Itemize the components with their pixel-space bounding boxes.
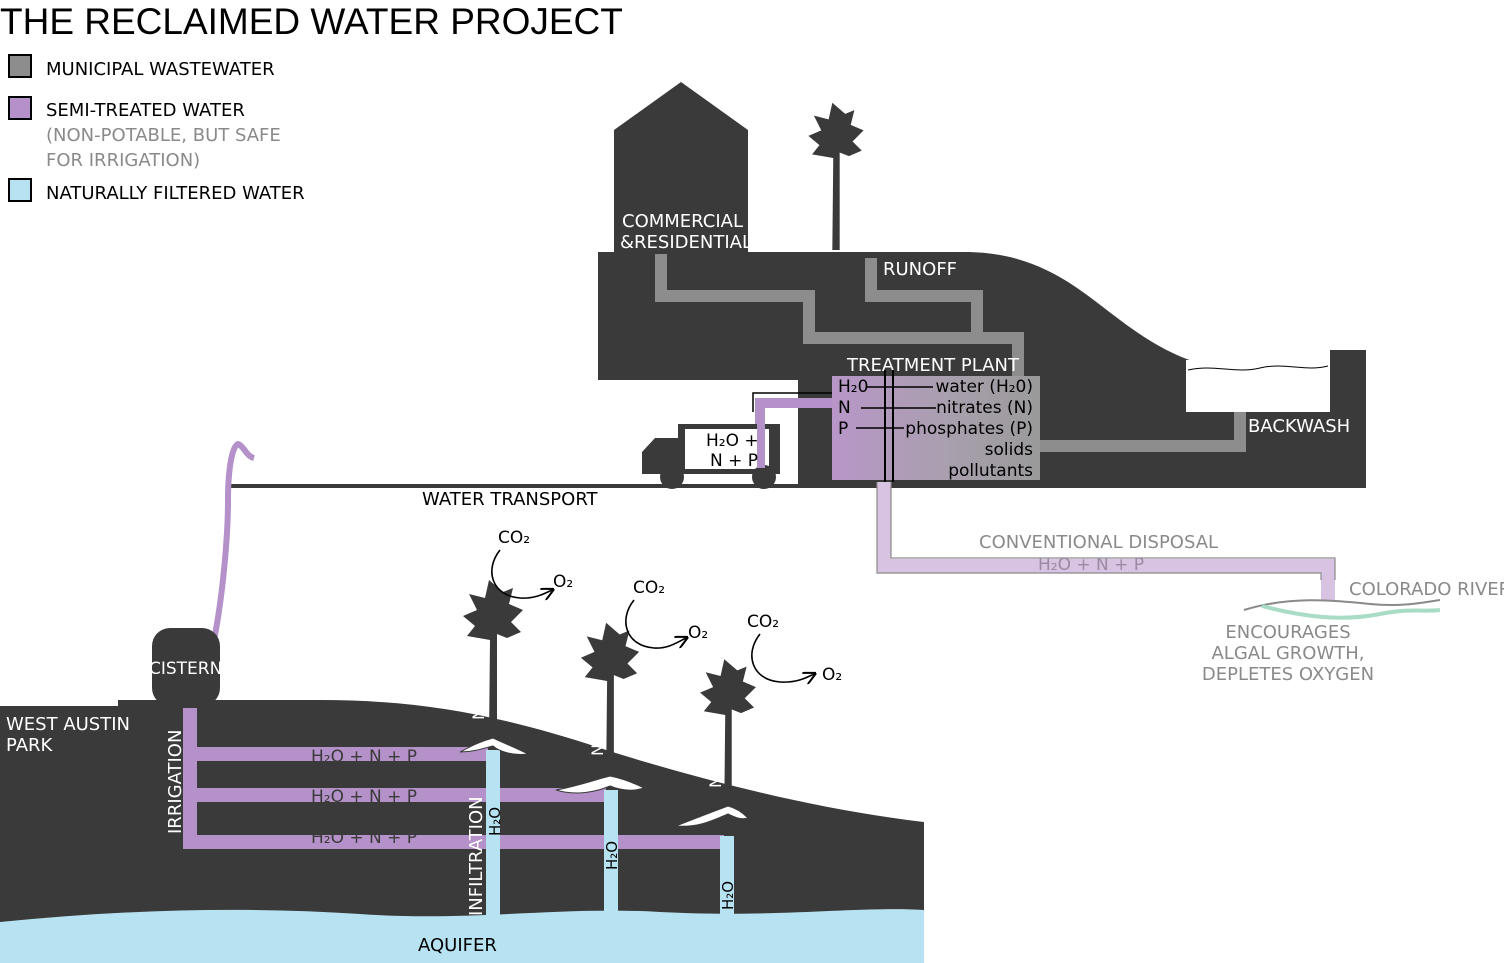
infiltration-columns bbox=[486, 750, 734, 930]
truck-icon bbox=[642, 410, 780, 489]
gas-cycle-1: CO₂ O₂ bbox=[491, 528, 573, 598]
pipe-formula-1: H₂O + N + P bbox=[311, 747, 417, 767]
h2o-label-3: H₂O bbox=[719, 881, 737, 910]
park-label-2: PARK bbox=[6, 735, 54, 756]
disposal-formula: H₂O + N + P bbox=[1038, 555, 1144, 575]
pipe-backwash bbox=[1040, 412, 1246, 452]
treatment-plant: H₂0 N P water (H₂0) nitrates (N) phospha… bbox=[832, 370, 1040, 482]
plant-left-h2o: H₂0 bbox=[838, 377, 868, 397]
municipal-pipes bbox=[655, 254, 1246, 452]
pond-surface-line bbox=[1187, 365, 1329, 371]
encourages-label-3: DEPLETES OXYGEN bbox=[1202, 664, 1374, 685]
pipe-from-runoff bbox=[865, 258, 983, 338]
encourages-label-2: ALGAL GROWTH, bbox=[1211, 643, 1364, 664]
h2o-label-2: H₂O bbox=[603, 841, 621, 870]
conventional-disposal-label: CONVENTIONAL DISPOSAL bbox=[979, 532, 1218, 553]
plant-left-p: P bbox=[838, 419, 848, 439]
colorado-river bbox=[1243, 599, 1441, 620]
legend-note-2: FOR IRRIGATION) bbox=[46, 150, 200, 171]
legend: MUNICIPAL WASTEWATER SEMI-TREATED WATER … bbox=[8, 54, 305, 204]
truck-label-2: N + P bbox=[710, 451, 758, 471]
treatment-plant-label: TREATMENT PLANT bbox=[846, 355, 1020, 376]
park-ground bbox=[0, 700, 924, 963]
o2-label-1: O₂ bbox=[553, 572, 573, 592]
irrigation-pipes bbox=[183, 708, 724, 849]
plant-right-nitrates: nitrates (N) bbox=[936, 398, 1033, 418]
commercial-label-1: COMMERCIAL bbox=[622, 211, 743, 232]
aquifer bbox=[0, 909, 924, 963]
curved-arrow-icon bbox=[751, 633, 814, 682]
roots-icon bbox=[555, 775, 646, 794]
co2-label-1: CO₂ bbox=[498, 528, 530, 548]
infiltration-label: INFILTRATION bbox=[466, 796, 487, 916]
legend-label-municipal: MUNICIPAL WASTEWATER bbox=[46, 59, 275, 80]
o2-label-2: O₂ bbox=[688, 623, 708, 643]
legend-label-semi: SEMI-TREATED WATER bbox=[46, 100, 245, 121]
n-plus-p-label-1: N + P bbox=[469, 674, 488, 720]
house-silhouette bbox=[614, 82, 748, 260]
co2-label-2: CO₂ bbox=[633, 578, 665, 598]
commercial-label-2: &RESIDENTIAL bbox=[620, 232, 752, 253]
pipe-from-residential bbox=[655, 254, 1024, 378]
curved-arrow-icon bbox=[491, 549, 552, 598]
legend-swatch-natural bbox=[8, 178, 32, 202]
upper-ground bbox=[598, 252, 1366, 488]
encourages-label-1: ENCOURAGES bbox=[1225, 622, 1350, 643]
plant-right-solids: solids bbox=[985, 440, 1033, 460]
legend-note-1: (NON-POTABLE, BUT SAFE bbox=[46, 125, 281, 146]
park-tree-2: N + P bbox=[555, 622, 646, 794]
n-plus-p-label-2: N + P bbox=[588, 710, 607, 756]
n-plus-p-label-3: N + P bbox=[706, 742, 725, 788]
irrigation-label: IRRIGATION bbox=[165, 730, 186, 834]
plant-right-water: water (H₂0) bbox=[935, 377, 1033, 397]
town-landmass bbox=[598, 82, 1366, 488]
cistern-label: CISTERN bbox=[149, 659, 222, 679]
gas-cycle-3: CO₂ O₂ bbox=[747, 612, 842, 685]
colorado-river-label: COLORADO RIVER bbox=[1349, 579, 1504, 600]
legend-swatch-semi bbox=[8, 96, 32, 120]
pipe-formula-3: H₂O + N + P bbox=[311, 828, 417, 848]
pipe-formula-2: H₂O + N + P bbox=[311, 787, 417, 807]
water-transport-label: WATER TRANSPORT bbox=[422, 489, 599, 510]
h2o-label-1: H₂O bbox=[486, 807, 504, 836]
plant-left-n: N bbox=[838, 398, 851, 418]
legend-swatch-municipal bbox=[8, 54, 32, 78]
truck-label-1: H₂O + bbox=[706, 431, 759, 451]
park-tree-1: N + P bbox=[459, 580, 530, 755]
truck-hose bbox=[211, 440, 256, 641]
co2-label-3: CO₂ bbox=[747, 612, 779, 632]
park-label-1: WEST AUSTIN bbox=[6, 714, 130, 735]
gas-cycle-2: CO₂ O₂ bbox=[625, 578, 708, 649]
curved-arrow-icon bbox=[625, 599, 686, 649]
plant-right-pollutants: pollutants bbox=[948, 461, 1033, 481]
park-tree-3: N + P bbox=[675, 659, 756, 827]
plant-right-phosphates: phosphates (P) bbox=[905, 419, 1033, 439]
runoff-label: RUNOFF bbox=[883, 259, 957, 280]
town-tree-icon bbox=[808, 102, 864, 251]
page-title: THE RECLAIMED WATER PROJECT bbox=[0, 1, 623, 42]
legend-label-natural: NATURALLY FILTERED WATER bbox=[46, 183, 305, 204]
o2-label-3: O₂ bbox=[822, 665, 842, 685]
roots-icon bbox=[675, 805, 749, 827]
conventional-disposal-pipe bbox=[877, 482, 1335, 600]
backwash-label: BACKWASH bbox=[1248, 416, 1350, 437]
roots-icon bbox=[459, 737, 530, 755]
aquifer-label: AQUIFER bbox=[418, 935, 497, 956]
cistern-tank bbox=[152, 628, 220, 706]
